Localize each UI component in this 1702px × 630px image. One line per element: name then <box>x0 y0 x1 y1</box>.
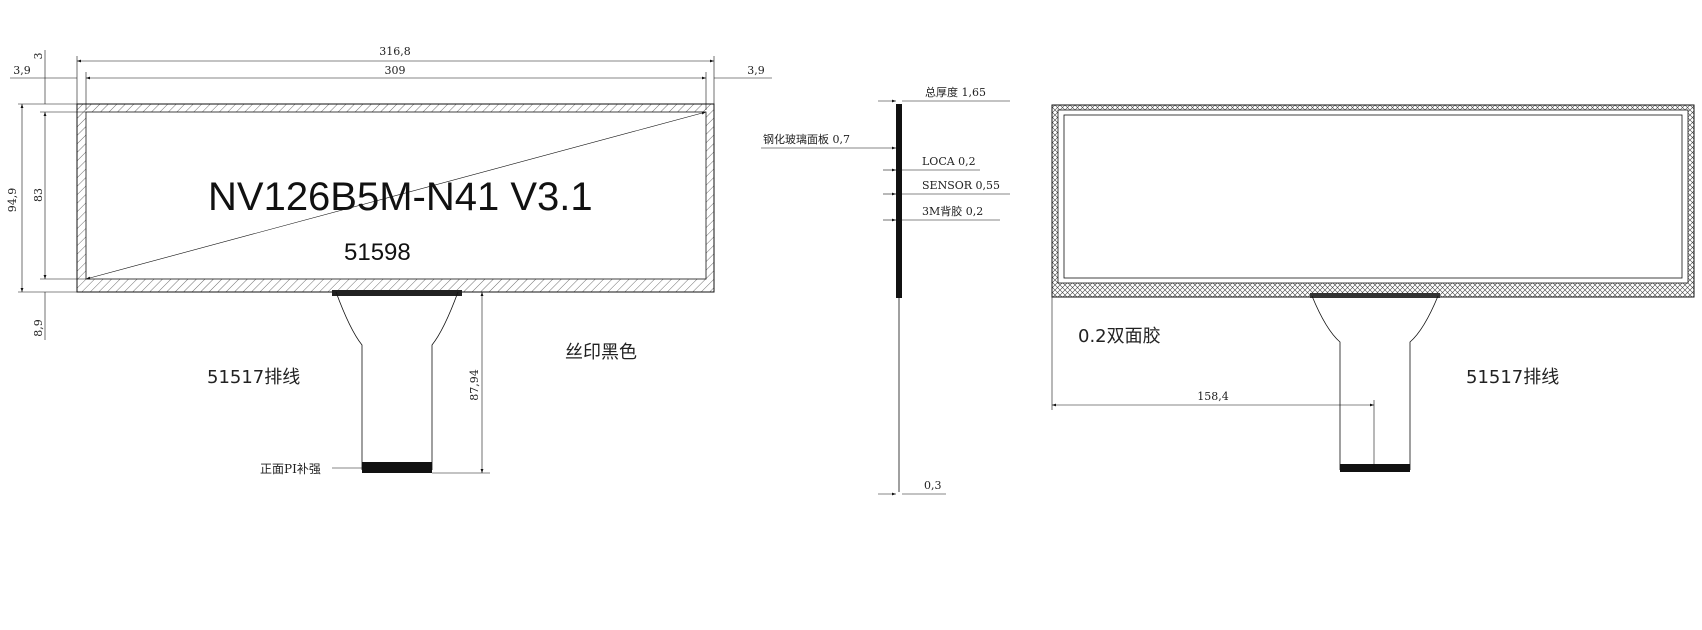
stiffener-label: 正面PI补强 <box>260 462 321 476</box>
side-fpc-thickness: 0,3 <box>924 479 942 492</box>
back-tape-inner <box>1057 109 1689 284</box>
side-adhesive-label: 3M背胶 0,2 <box>922 204 983 218</box>
back-fpc-label: 51517排线 <box>1466 367 1559 388</box>
side-sensor-label: SENSOR 0,55 <box>922 179 1000 192</box>
front-fpc <box>332 290 462 473</box>
side-view: 总厚度 1,65 钢化玻璃面板 0,7 LOCA 0,2 SENSOR 0,55… <box>761 85 1010 496</box>
side-glass-label: 钢化玻璃面板 0,7 <box>763 132 850 146</box>
front-view: 316,8 309 3,9 3,9 94,9 83 3 8,9 87,94 NV… <box>6 45 772 476</box>
back-fpc <box>1310 293 1440 472</box>
dim-top-offset: 3 <box>32 53 45 60</box>
back-view: 158,4 0.2双面胶 51517排线 <box>1051 104 1695 472</box>
front-dims-horizontal: 316,8 309 3,9 3,9 <box>10 45 772 110</box>
dim-overall-height: 94,9 <box>6 188 19 213</box>
dim-left-offset: 3,9 <box>13 64 31 77</box>
front-dims-vertical: 94,9 83 3 8,9 87,94 <box>6 50 490 474</box>
dim-inner-width: 309 <box>385 64 406 77</box>
front-fpc-label: 51517排线 <box>207 367 300 388</box>
back-stiffener <box>1340 464 1410 472</box>
pi-stiffener <box>362 462 432 473</box>
dim-fpc-length: 87,94 <box>468 369 481 401</box>
sub-code: 51598 <box>344 239 411 266</box>
dim-right-offset: 3,9 <box>747 64 765 77</box>
side-stack <box>896 104 902 298</box>
back-tape-label: 0.2双面胶 <box>1078 326 1161 347</box>
side-total-thickness: 总厚度 1,65 <box>925 85 986 99</box>
back-fpc-offset: 158,4 <box>1197 390 1229 403</box>
side-loca-label: LOCA 0,2 <box>922 155 976 168</box>
diagonal-line <box>85 111 707 280</box>
silkscreen-note: 丝印黑色 <box>565 342 637 363</box>
dim-inner-height: 83 <box>32 188 45 202</box>
dim-overall-width: 316,8 <box>379 45 411 58</box>
dim-bottom-offset: 8,9 <box>32 319 45 337</box>
part-number: NV126B5M-N41 V3.1 <box>208 175 593 219</box>
